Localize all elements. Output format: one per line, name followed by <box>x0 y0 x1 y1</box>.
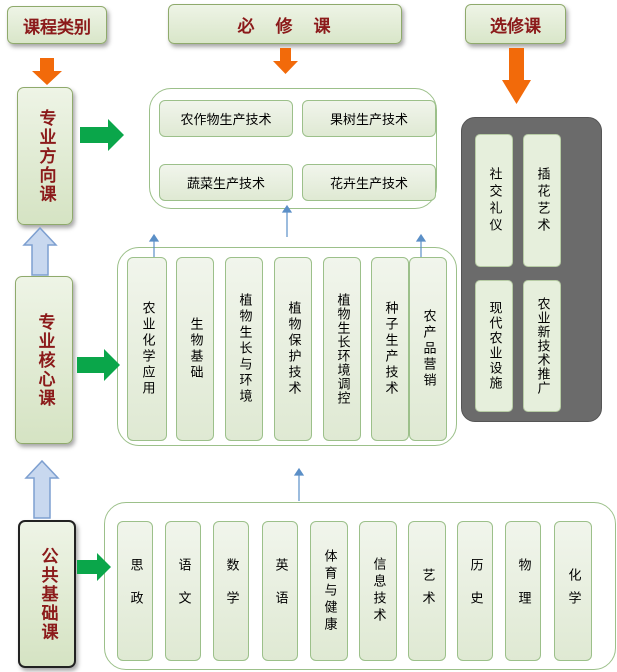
orange-down-arrow <box>273 48 298 74</box>
header-elective-label: 选修课 <box>490 16 541 37</box>
core-course-label: 种子生产技术 <box>382 301 398 397</box>
header-required: 必 修 课 <box>168 4 402 44</box>
green-right-arrow <box>80 119 124 151</box>
core-course-label: 农产品营销 <box>420 309 436 389</box>
green-right-arrow <box>77 349 120 381</box>
core-course: 农业化学应用 <box>127 257 167 441</box>
category-core-label: 专业核心课 <box>34 312 55 408</box>
elective-course: 插花艺术 <box>523 134 561 267</box>
direction-course-label: 蔬菜生产技术 <box>186 177 265 192</box>
elective-course: 社交礼仪 <box>475 134 513 267</box>
elective-course: 现代农业设施 <box>475 280 513 412</box>
foundation-course: 英语 <box>262 521 298 661</box>
elective-course-label: 现代农业设施 <box>486 301 502 391</box>
foundation-course: 历史 <box>457 521 493 661</box>
foundation-course-label: 体育与健康 <box>321 548 337 634</box>
foundation-course: 物理 <box>505 521 541 661</box>
elective-course-label: 社交礼仪 <box>486 166 502 235</box>
elective-course-label: 插花艺术 <box>534 166 550 235</box>
foundation-course-label: 历史 <box>467 558 483 624</box>
header-course-category-label: 课程类别 <box>23 17 91 38</box>
core-course: 农产品营销 <box>409 257 447 441</box>
header-required-label: 必 修 课 <box>237 16 333 37</box>
elective-course-label: 农业新技术推广 <box>534 297 550 395</box>
foundation-course-label: 化学 <box>565 568 581 614</box>
blue-up-arrow <box>22 226 58 276</box>
header-elective: 选修课 <box>465 4 566 44</box>
core-course-label: 植物保护技术 <box>285 301 301 397</box>
foundation-course: 体育与健康 <box>310 521 348 661</box>
elective-course: 农业新技术推广 <box>523 280 561 412</box>
direction-course-label: 花卉生产技术 <box>329 177 408 192</box>
core-course-label: 生物基础 <box>187 317 203 381</box>
foundation-course-label: 思政 <box>127 558 143 624</box>
foundation-course-label: 语文 <box>175 558 191 624</box>
direction-course: 蔬菜生产技术 <box>159 164 293 201</box>
orange-down-arrow <box>32 58 62 85</box>
direction-course-label: 农作物生产技术 <box>180 113 272 128</box>
core-course: 种子生产技术 <box>371 257 409 441</box>
blue-up-arrow <box>24 459 60 519</box>
category-foundation-label: 公共基础课 <box>37 546 58 642</box>
direction-course: 花卉生产技术 <box>302 164 436 201</box>
core-course: 植物保护技术 <box>274 257 312 441</box>
category-direction-label: 专业方向课 <box>35 108 56 204</box>
foundation-course: 语文 <box>165 521 201 661</box>
foundation-course-label: 数学 <box>223 558 239 624</box>
orange-down-arrow <box>502 48 531 104</box>
category-foundation: 公共基础课 <box>18 520 76 668</box>
core-course: 生物基础 <box>176 257 214 441</box>
green-right-arrow <box>77 553 111 581</box>
direction-course: 果树生产技术 <box>302 100 436 137</box>
core-course-label: 植物生长与环境 <box>236 293 252 405</box>
foundation-course: 化学 <box>554 521 592 661</box>
foundation-course: 思政 <box>117 521 153 661</box>
header-course-category: 课程类别 <box>7 6 107 44</box>
category-core: 专业核心课 <box>15 276 73 444</box>
core-course-label: 植物生长环境调控 <box>334 293 350 405</box>
core-course-label: 农业化学应用 <box>139 301 155 397</box>
direction-course-label: 果树生产技术 <box>329 113 408 128</box>
foundation-course: 信息技术 <box>359 521 397 661</box>
foundation-course-label: 英语 <box>272 558 288 624</box>
direction-course: 农作物生产技术 <box>159 100 293 137</box>
foundation-course: 艺术 <box>408 521 446 661</box>
category-direction: 专业方向课 <box>17 87 73 225</box>
foundation-course-label: 艺术 <box>419 568 435 614</box>
foundation-course: 数学 <box>213 521 249 661</box>
foundation-course-label: 信息技术 <box>370 557 386 625</box>
core-course: 植物生长与环境 <box>225 257 263 441</box>
core-course: 植物生长环境调控 <box>323 257 361 441</box>
foundation-course-label: 物理 <box>515 558 531 624</box>
